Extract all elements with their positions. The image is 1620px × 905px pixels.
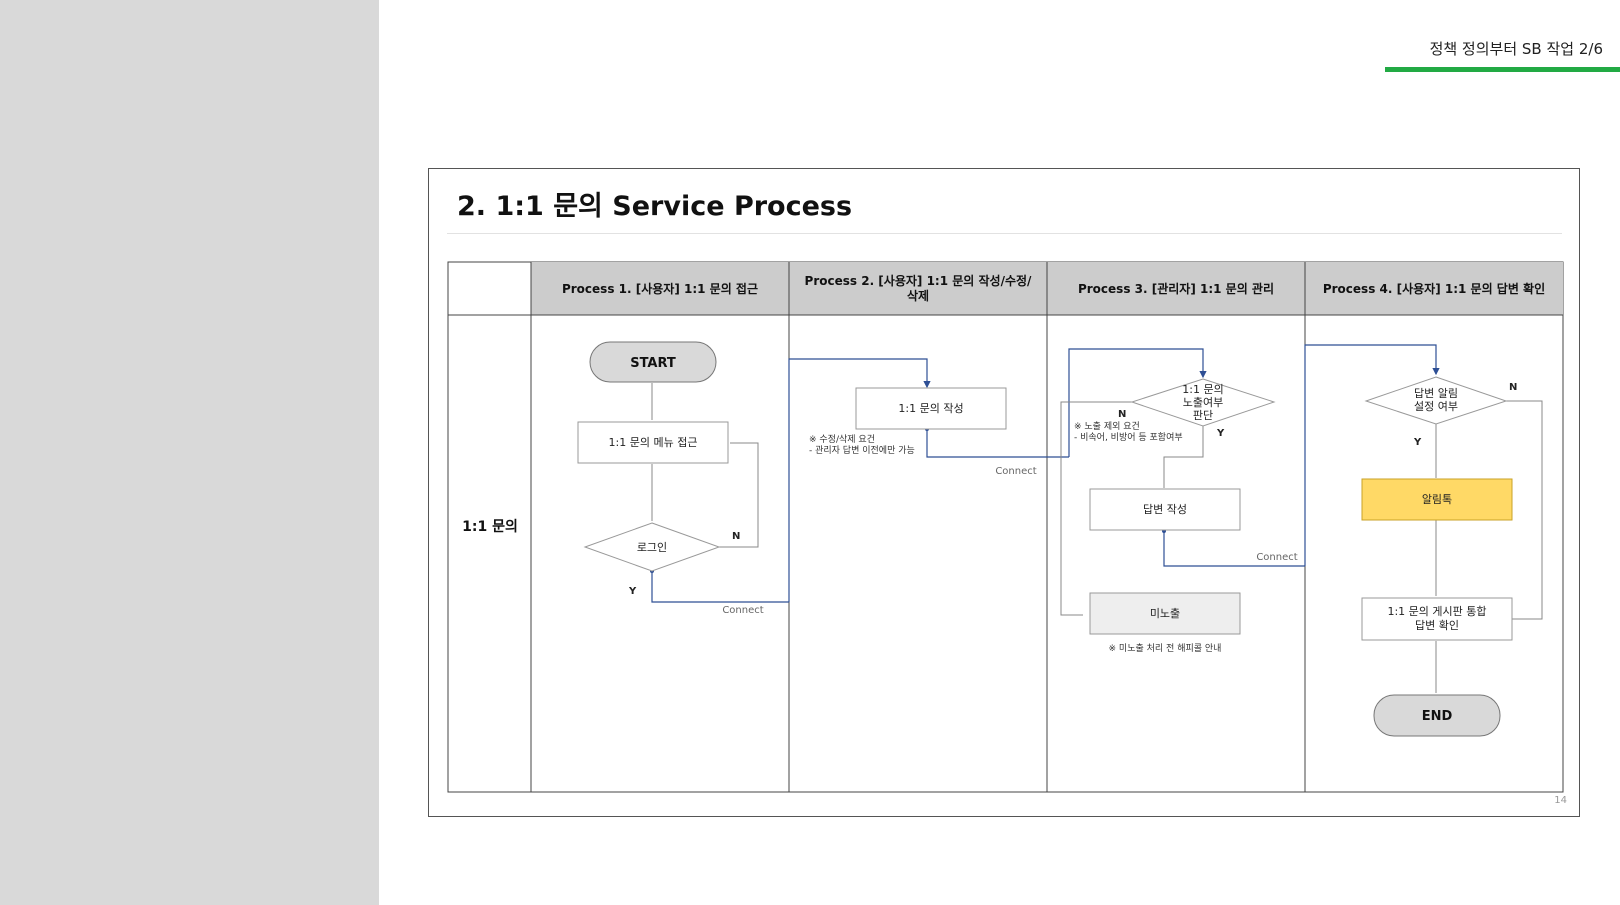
alimtalk-label: 알림톡	[1422, 492, 1452, 506]
exposure-no-label: N	[1118, 409, 1126, 420]
exposure-decision-line1: 1:1 문의	[1182, 383, 1223, 396]
page-number: 14	[1554, 795, 1567, 806]
unexposed-guide-note: ※ 미노출 처리 전 해피콜 안내	[1109, 642, 1222, 654]
board-check-line2: 답변 확인	[1415, 619, 1459, 632]
end-terminator	[1373, 694, 1501, 737]
unexposed-label: 미노출	[1150, 607, 1180, 620]
slide-frame: 2. 1:1 문의 Service Process Process 1. [사용…	[428, 168, 1580, 817]
exposure-yes-label: Y	[1216, 428, 1225, 439]
lane-header-process-3: Process 3. [관리자] 1:1 문의 관리	[1078, 281, 1274, 296]
notification-decision	[1364, 376, 1508, 425]
lane-header-process-4: Process 4. [사용자] 1:1 문의 답변 확인	[1323, 281, 1545, 296]
connect-label-2: Connect	[995, 466, 1036, 477]
write-inquiry-label: 1:1 문의 작성	[898, 402, 963, 415]
notification-no-label: N	[1509, 382, 1517, 393]
exposure-decision-line2: 노출여부	[1183, 396, 1223, 409]
exposure-decision-line3: 판단	[1193, 409, 1213, 422]
board-check-line1: 1:1 문의 게시판 통합	[1387, 605, 1486, 618]
process-flow-diagram: Process 1. [사용자] 1:1 문의 접근 Process 2. [사…	[447, 261, 1564, 793]
row-label: 1:1 문의	[462, 518, 518, 535]
connect-label-1: Connect	[722, 605, 763, 616]
edit-condition-note-line2: - 관리자 답변 이전에만 가능	[809, 444, 915, 456]
write-inquiry-box	[855, 387, 1007, 430]
exclusion-note-line2: - 비속어, 비방어 등 포함여부	[1074, 431, 1183, 443]
section-header-label: 정책 정의부터 SB 작업 2/6	[1429, 40, 1603, 58]
notification-yes-label: Y	[1413, 437, 1422, 448]
exclusion-note-line1: ※ 노출 제외 요건	[1074, 420, 1140, 432]
login-no-label: N	[732, 531, 740, 542]
connect-label-3: Connect	[1256, 552, 1297, 563]
write-answer-box	[1089, 488, 1241, 531]
notification-decision-line1: 답변 알림	[1414, 386, 1458, 400]
end-label: END	[1422, 709, 1453, 724]
menu-access-box	[577, 421, 729, 464]
notification-decision-line2: 설정 여부	[1414, 400, 1458, 413]
login-yes-label: Y	[628, 586, 637, 597]
title-divider	[447, 233, 1562, 234]
lane-header-process-2-line2: 삭제	[907, 288, 929, 303]
menu-access-label: 1:1 문의 메뉴 접근	[609, 436, 698, 449]
start-label: START	[630, 356, 676, 371]
header-accent-bar	[1385, 67, 1620, 72]
lane-header-process-1: Process 1. [사용자] 1:1 문의 접근	[562, 281, 758, 296]
write-answer-label: 답변 작성	[1143, 503, 1187, 516]
board-check-box	[1361, 597, 1513, 641]
lane-header-process-2: Process 2. [사용자] 1:1 문의 작성/수정/	[805, 273, 1033, 288]
slide-title: 2. 1:1 문의 Service Process	[457, 191, 853, 222]
exposure-decision	[1130, 378, 1276, 427]
login-decision	[583, 522, 721, 572]
login-label: 로그인	[637, 541, 667, 554]
start-terminator	[589, 341, 717, 383]
alimtalk-box	[1361, 478, 1513, 521]
edit-condition-note-line1: ※ 수정/삭제 요건	[809, 434, 875, 445]
unexposed-box	[1089, 592, 1241, 635]
left-gray-panel	[0, 0, 379, 905]
